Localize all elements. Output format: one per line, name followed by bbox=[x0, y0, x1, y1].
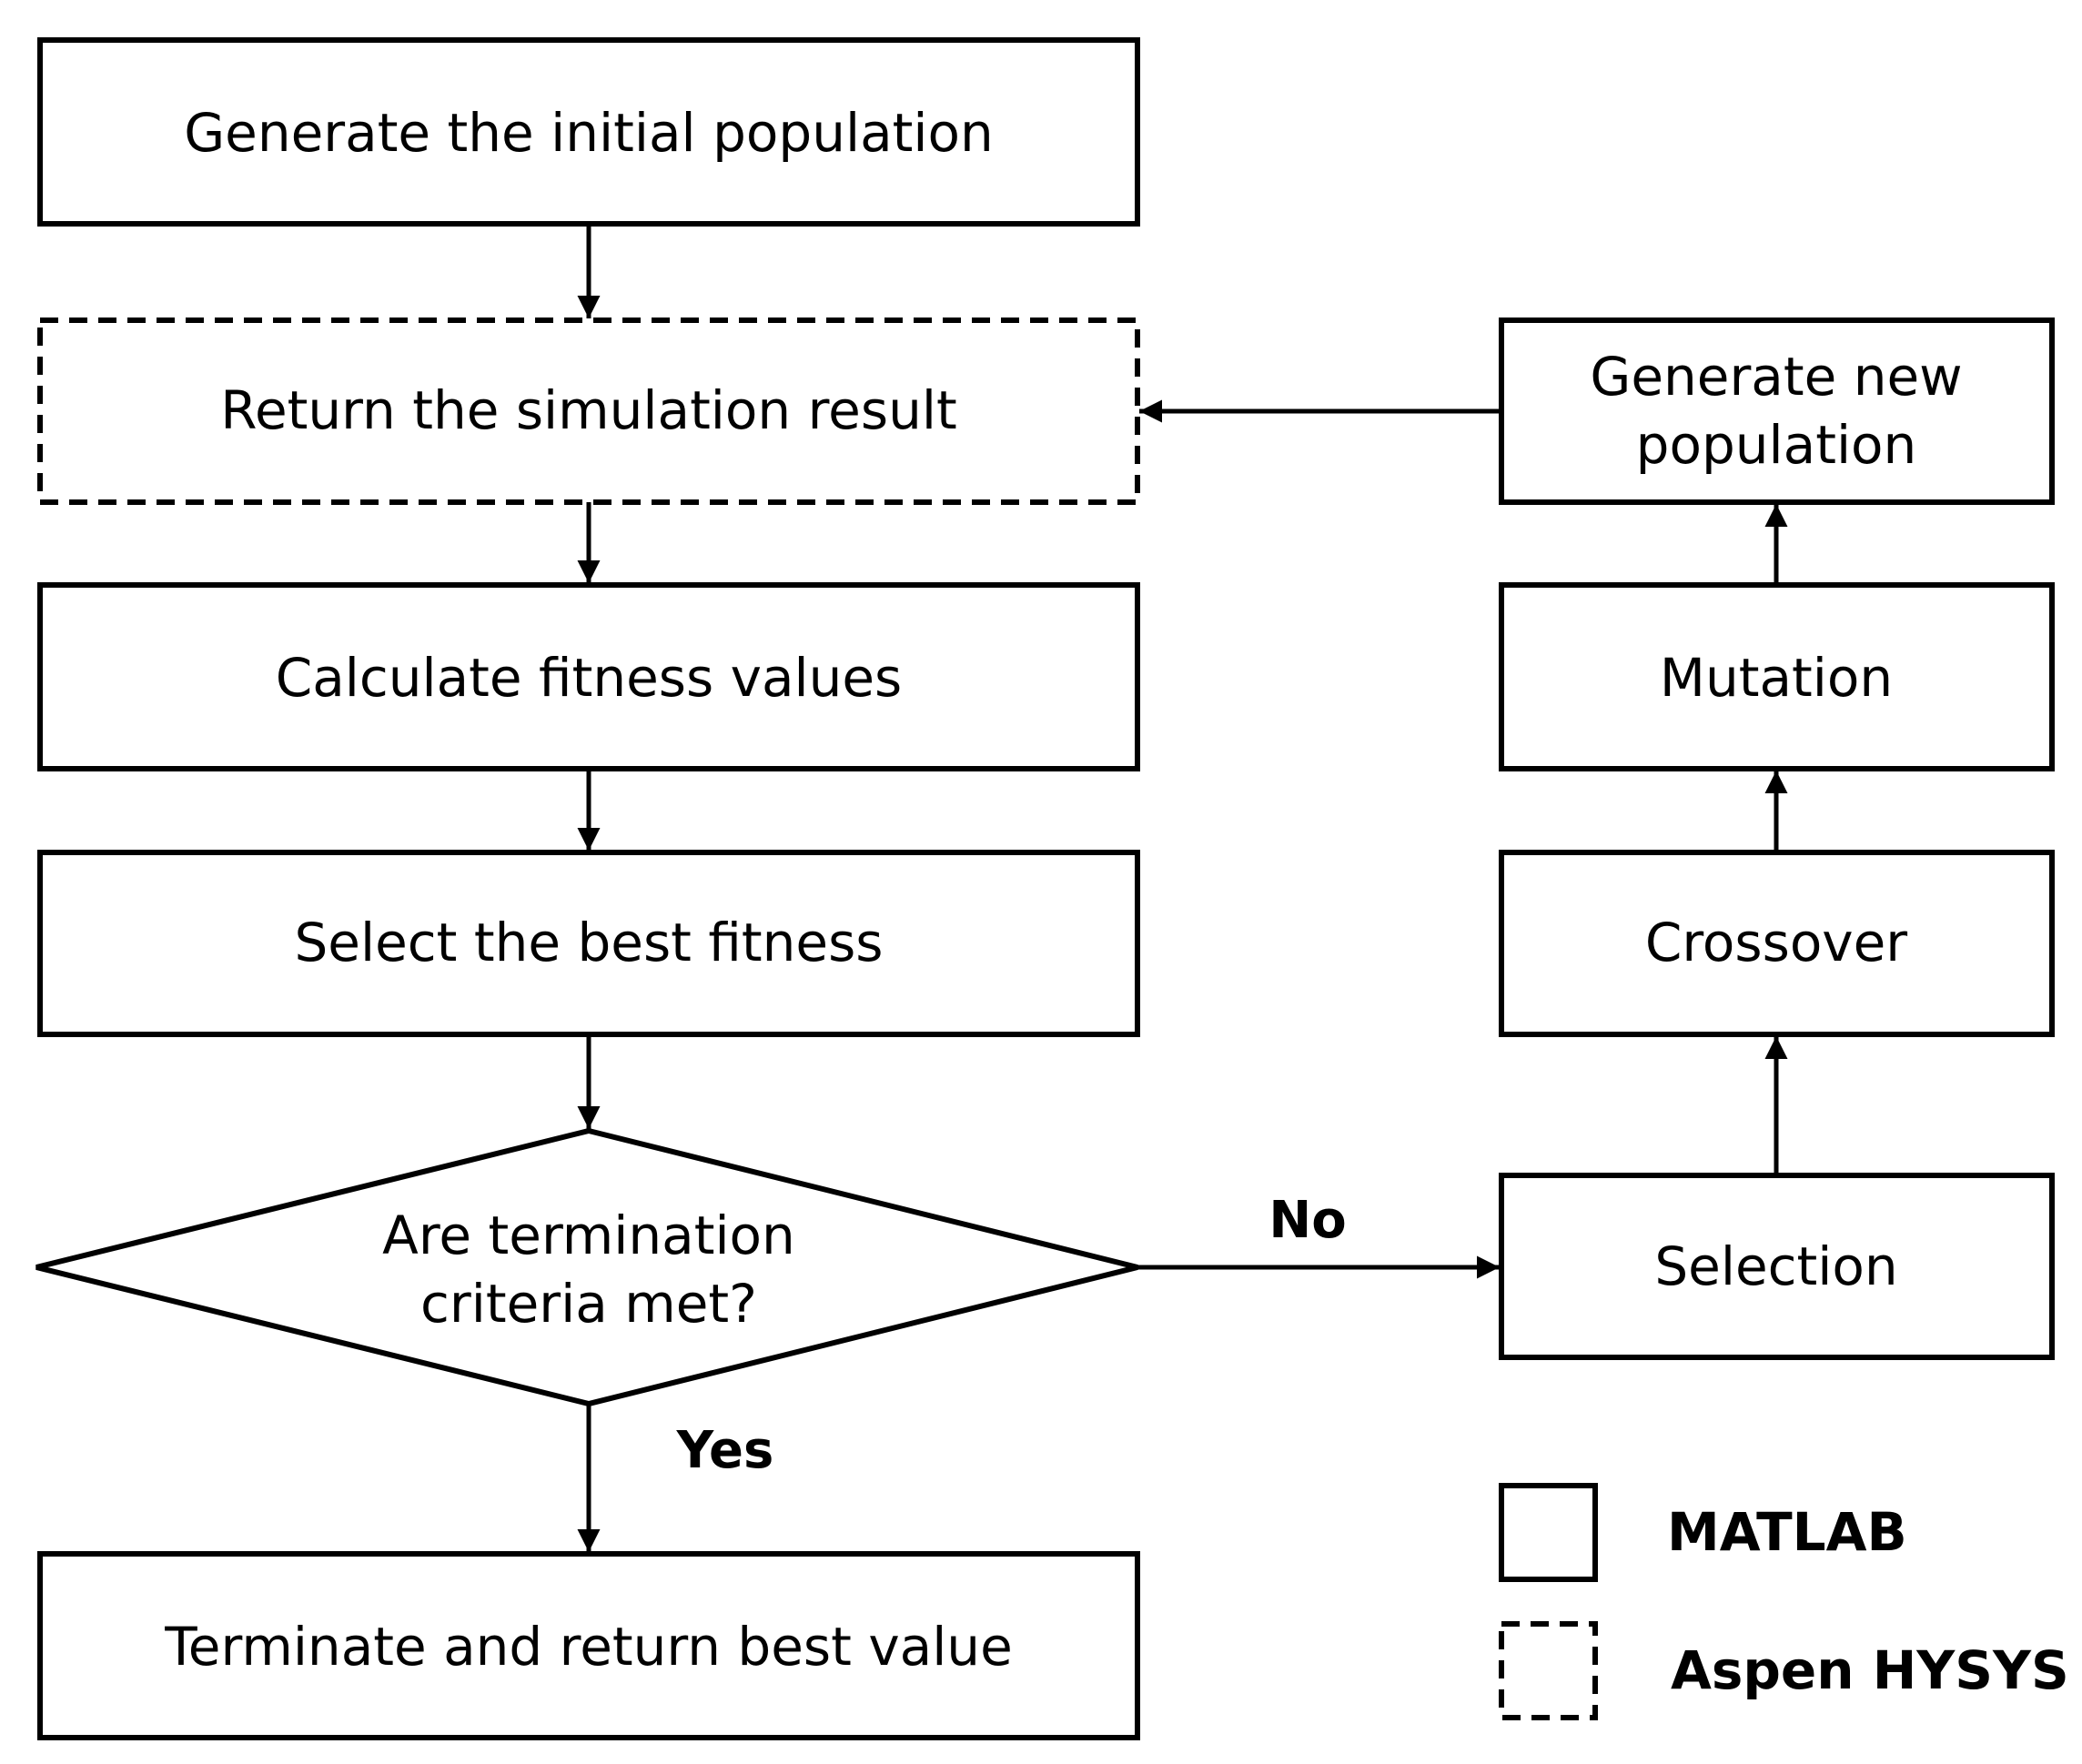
node-terminate-return-best: Terminate and return best value bbox=[37, 1551, 1140, 1740]
node-termination-decision-label-line1: Are termination bbox=[382, 1205, 795, 1266]
node-select-best-fitness-label: Select the best fitness bbox=[294, 912, 883, 973]
node-generate-new-population: Generate new population bbox=[1499, 318, 2055, 505]
legend-solid-label: MATLAB bbox=[1667, 1501, 1907, 1563]
node-return-simulation-result: Return the simulation result bbox=[37, 318, 1140, 505]
node-mutation: Mutation bbox=[1499, 582, 2055, 771]
node-generate-initial-population: Generate the initial population bbox=[37, 37, 1140, 227]
node-calculate-fitness-values-label: Calculate fitness values bbox=[276, 647, 903, 709]
node-crossover-label: Crossover bbox=[1645, 912, 1907, 973]
node-terminate-return-best-label: Terminate and return best value bbox=[164, 1616, 1013, 1678]
edge-label-yes: Yes bbox=[676, 1421, 774, 1480]
node-crossover: Crossover bbox=[1499, 850, 2055, 1037]
node-select-best-fitness: Select the best fitness bbox=[37, 850, 1140, 1037]
node-return-simulation-result-label: Return the simulation result bbox=[220, 379, 956, 441]
node-calculate-fitness-values: Calculate fitness values bbox=[37, 582, 1140, 771]
edge-label-no: No bbox=[1268, 1191, 1346, 1250]
node-termination-decision: Are termination criteria met? bbox=[35, 1127, 1138, 1407]
node-mutation-label: Mutation bbox=[1660, 647, 1893, 709]
node-selection-label: Selection bbox=[1654, 1235, 1897, 1297]
node-termination-decision-label-line2: criteria met? bbox=[420, 1273, 757, 1335]
legend-solid-swatch bbox=[1499, 1483, 1598, 1582]
legend-dashed-swatch bbox=[1499, 1621, 1598, 1720]
legend: MATLAB Aspen HYSYS bbox=[1499, 1483, 2069, 1720]
node-selection: Selection bbox=[1499, 1173, 2055, 1360]
legend-dashed-label: Aspen HYSYS bbox=[1671, 1639, 2069, 1701]
node-generate-initial-population-label: Generate the initial population bbox=[184, 102, 994, 164]
node-generate-new-population-label-line2: population bbox=[1636, 414, 1917, 476]
node-generate-new-population-label-line1: Generate new bbox=[1590, 346, 1962, 408]
